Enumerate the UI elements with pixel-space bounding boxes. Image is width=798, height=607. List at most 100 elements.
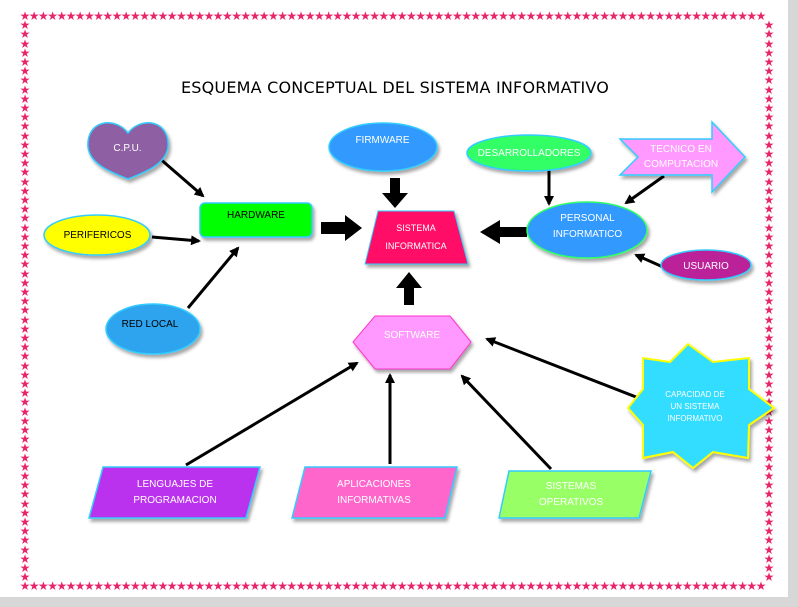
border-star: ★ xyxy=(240,9,252,23)
border-star: ★ xyxy=(102,579,114,593)
border-star: ★ xyxy=(166,9,178,23)
border-star: ★ xyxy=(763,82,775,97)
border-star: ★ xyxy=(19,266,31,281)
border-star: ★ xyxy=(507,579,518,593)
border-star: ★ xyxy=(38,579,49,593)
border-star: ★ xyxy=(19,358,31,373)
border-star: ★ xyxy=(360,579,371,593)
block-arrow-firmware-sistema xyxy=(382,178,408,208)
border-star: ★ xyxy=(19,202,31,217)
border-star: ★ xyxy=(763,469,775,483)
border-star: ★ xyxy=(19,211,31,226)
border-star: ★ xyxy=(424,9,436,23)
border-star: ★ xyxy=(763,496,775,511)
border-star: ★ xyxy=(599,9,610,23)
border-star: ★ xyxy=(19,174,31,189)
border-star: ★ xyxy=(763,147,775,161)
border-star: ★ xyxy=(763,91,775,106)
border-star: ★ xyxy=(763,239,775,253)
border-star: ★ xyxy=(763,202,775,217)
border-star: ★ xyxy=(19,321,31,336)
border-star: ★ xyxy=(19,404,31,419)
software-node xyxy=(352,315,472,370)
border-star: ★ xyxy=(19,312,31,327)
border-star: ★ xyxy=(286,579,298,593)
border-star: ★ xyxy=(277,579,288,593)
border-star: ★ xyxy=(691,9,702,23)
border-star: ★ xyxy=(498,9,509,23)
border-star: ★ xyxy=(599,579,610,593)
border-star: ★ xyxy=(672,9,684,23)
border-star: ★ xyxy=(737,9,748,23)
border-star: ★ xyxy=(763,128,775,143)
border-star: ★ xyxy=(763,321,775,336)
lenguajes-node xyxy=(88,466,261,519)
border-star: ★ xyxy=(763,515,775,529)
border-star: ★ xyxy=(19,561,31,575)
border-star: ★ xyxy=(130,579,141,593)
border-star: ★ xyxy=(19,82,31,97)
border-star: ★ xyxy=(553,9,564,23)
border-star: ★ xyxy=(350,9,362,23)
border-star: ★ xyxy=(19,413,31,428)
border-star: ★ xyxy=(185,9,196,23)
tecnico-label: TECNICO EN COMPUTACION xyxy=(643,144,719,170)
border-star: ★ xyxy=(763,551,775,566)
border-star: ★ xyxy=(19,395,31,410)
border-star: ★ xyxy=(19,110,31,125)
border-star: ★ xyxy=(516,9,528,23)
border-star: ★ xyxy=(74,579,86,593)
border-star: ★ xyxy=(763,257,775,272)
border-star: ★ xyxy=(461,579,472,593)
border-star: ★ xyxy=(378,579,390,593)
border-star: ★ xyxy=(479,579,491,593)
border-star: ★ xyxy=(157,579,169,593)
border-star: ★ xyxy=(323,579,334,593)
aplicaciones-label: APLICACIONES INFORMATIVAS xyxy=(337,479,411,506)
border-star: ★ xyxy=(332,9,344,23)
arrow-perifericos-hardware xyxy=(151,235,201,246)
border-star: ★ xyxy=(268,9,279,23)
border-star: ★ xyxy=(755,579,767,593)
border-star: ★ xyxy=(645,9,656,23)
border-star: ★ xyxy=(65,9,77,23)
border-star: ★ xyxy=(396,579,408,593)
block-arrows xyxy=(321,178,527,305)
border-star: ★ xyxy=(350,579,362,593)
border-star: ★ xyxy=(590,579,601,593)
border-star: ★ xyxy=(120,579,132,593)
border-star: ★ xyxy=(19,570,31,585)
border-star: ★ xyxy=(19,119,31,134)
border-star: ★ xyxy=(19,533,31,548)
border-star: ★ xyxy=(488,9,500,23)
arrow-lenguajes-software xyxy=(185,361,359,467)
border-star: ★ xyxy=(590,9,601,23)
border-star: ★ xyxy=(406,579,417,593)
border-star: ★ xyxy=(19,487,31,502)
firmware-label: FIRMWARE xyxy=(355,134,410,146)
border-star: ★ xyxy=(19,193,31,207)
capacidad-label: CAPACIDAD DE UN SISTEMA INFORMATIVO xyxy=(665,390,725,423)
border-star: ★ xyxy=(102,9,114,23)
border-star: ★ xyxy=(654,9,666,23)
border-star: ★ xyxy=(562,579,574,593)
border-star: ★ xyxy=(580,579,592,593)
border-star: ★ xyxy=(763,570,775,585)
border-star: ★ xyxy=(763,377,775,391)
border-star: ★ xyxy=(249,9,261,23)
border-star: ★ xyxy=(763,229,775,244)
hardware-label: HARDWARE xyxy=(227,209,285,221)
border-star: ★ xyxy=(746,9,758,23)
border-star: ★ xyxy=(763,367,775,382)
border-star: ★ xyxy=(369,9,380,23)
border-star: ★ xyxy=(65,579,77,593)
border-star: ★ xyxy=(763,340,775,355)
sistemas-operativos-label: SISTEMAS OPERATIVOS xyxy=(538,481,604,508)
border-star: ★ xyxy=(488,579,500,593)
border-star: ★ xyxy=(763,331,775,345)
border-star: ★ xyxy=(461,9,472,23)
border-star: ★ xyxy=(19,45,31,60)
border-star: ★ xyxy=(709,9,721,23)
border-star: ★ xyxy=(19,551,31,566)
border-star: ★ xyxy=(19,229,31,244)
